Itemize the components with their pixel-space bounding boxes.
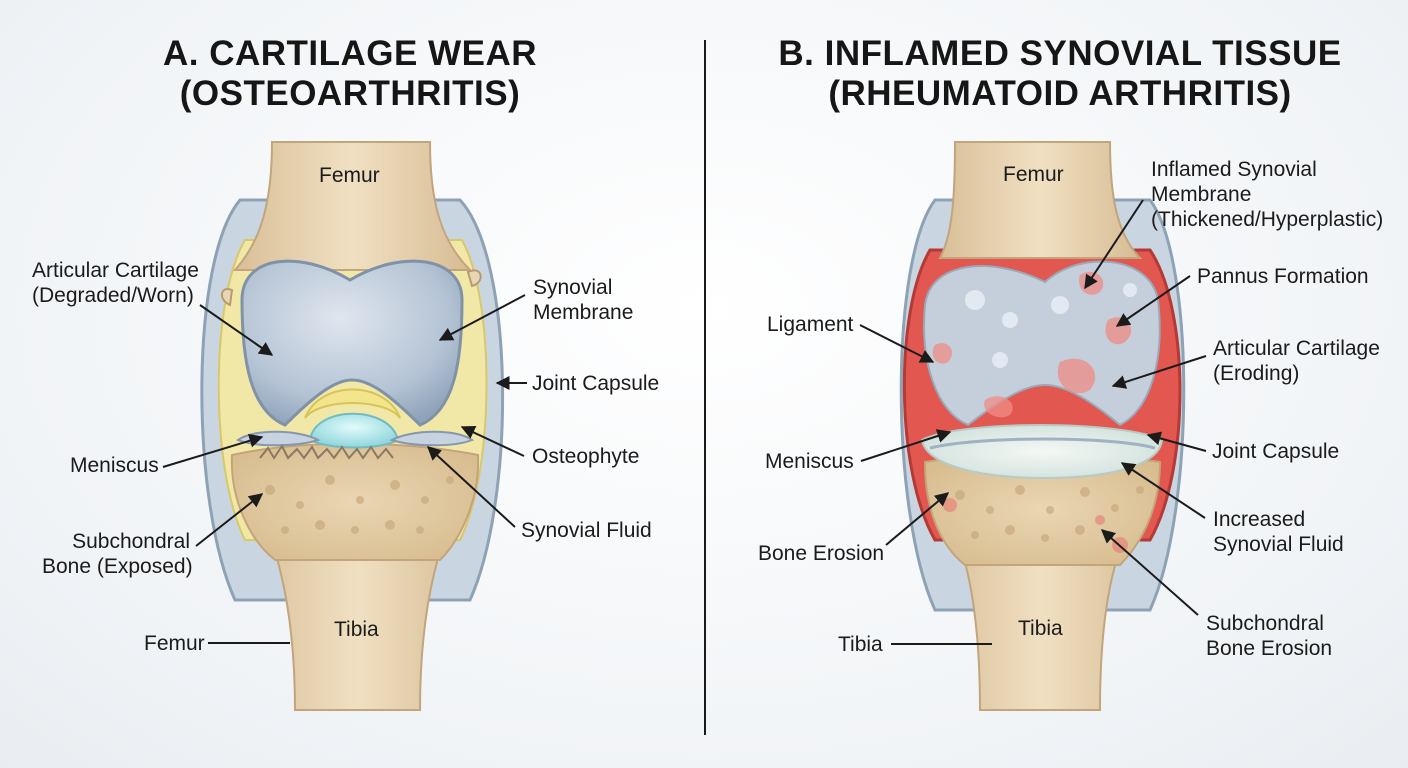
label-subchondral-erosion-b-line-2: Bone Erosion xyxy=(1206,637,1333,660)
label-inflamed-membrane-b-line-2: Membrane xyxy=(1151,183,1252,206)
osteophyte-left-a xyxy=(221,288,234,307)
label-articular-cartilage-a-line-1: Articular Cartilage xyxy=(32,259,199,282)
label-subchondral-bone-a-line-2: Bone (Exposed) xyxy=(42,555,193,578)
label-inflamed-membrane-b-line-3: (Thickened/Hyperplastic) xyxy=(1151,208,1384,231)
panel-b-title-line-2: (RHEUMATOID ARTHRITIS) xyxy=(828,74,1292,113)
label-increased-fluid-b-line-1: Increased xyxy=(1213,508,1306,531)
label-joint-capsule-a: Joint Capsule xyxy=(532,372,660,395)
femoral-condyles-a xyxy=(240,259,464,427)
meniscus-b xyxy=(929,437,1156,450)
panel-divider xyxy=(704,40,706,735)
label-meniscus-b: Meniscus xyxy=(765,450,854,473)
label-subchondral-erosion-b: Subchondral Bone Erosion xyxy=(1206,611,1332,661)
label-articular-cartilage-b-line-2: (Eroding) xyxy=(1213,362,1300,385)
increased-synovial-fluid-b xyxy=(920,424,1164,480)
pointers-b xyxy=(859,199,1207,645)
label-synovial-fluid-a: Synovial Fluid xyxy=(521,519,652,542)
worn-cartilage-edge-a xyxy=(259,444,394,460)
label-articular-cartilage-a-line-2: (Degraded/Worn) xyxy=(32,284,194,307)
panel-b-title: B. INFLAMED SYNOVIAL TISSUE (RHEUMATOID … xyxy=(740,34,1380,114)
panel-a-title: A. CARTILAGE WEAR (OSTEOARTHRITIS) xyxy=(40,34,660,114)
meniscus-right-a xyxy=(389,430,475,447)
label-pannus-b: Pannus Formation xyxy=(1197,265,1369,288)
label-inflamed-membrane-b-line-1: Inflamed Synovial xyxy=(1151,158,1317,181)
label-tibia-inner-b: Tibia xyxy=(1018,617,1063,640)
pointers-a xyxy=(162,294,527,644)
panel-a-title-line-1: A. CARTILAGE WEAR xyxy=(162,34,538,73)
label-meniscus-a: Meniscus xyxy=(70,454,159,477)
intercondylar-crescent-a xyxy=(304,388,401,419)
label-synovial-membrane-a-line-1: Synovial xyxy=(533,276,613,299)
label-articular-cartilage-b: Articular Cartilage (Eroding) xyxy=(1213,336,1380,386)
label-femur-top-a: Femur xyxy=(319,164,380,187)
label-tibia-a: Tibia xyxy=(334,618,379,641)
panel-a-title-line-2: (OSTEOARTHRITIS) xyxy=(179,74,521,113)
label-bone-erosion-b: Bone Erosion xyxy=(758,542,885,565)
femur-shaft-a xyxy=(232,141,473,271)
osteophyte-right-a xyxy=(466,269,482,288)
label-femur-bottom-a: Femur xyxy=(144,632,205,655)
synovial-fluid-a xyxy=(308,412,400,449)
cartilage-highlights-b xyxy=(965,283,1137,368)
label-subchondral-erosion-b-line-1: Subchondral xyxy=(1206,612,1324,635)
label-subchondral-bone-a: Subchondral Bone (Exposed) xyxy=(42,529,193,579)
trabecular-pattern-b xyxy=(955,485,1144,542)
label-articular-cartilage-a: Articular Cartilage (Degraded/Worn) xyxy=(32,258,199,308)
label-tibia-outer-b: Tibia xyxy=(838,633,883,656)
label-femur-top-b: Femur xyxy=(1003,163,1064,186)
knee-osteoarthritis xyxy=(200,141,505,711)
label-subchondral-bone-a-line-1: Subchondral xyxy=(72,530,190,553)
label-increased-fluid-b-line-2: Synovial Fluid xyxy=(1213,533,1344,556)
trabecular-pattern-a xyxy=(265,475,454,534)
label-joint-capsule-b: Joint Capsule xyxy=(1212,440,1340,463)
label-synovial-membrane-a: Synovial Membrane xyxy=(533,275,633,325)
label-osteophyte-a: Osteophyte xyxy=(532,445,640,468)
femur-shaft-b xyxy=(938,141,1143,259)
label-synovial-membrane-a-line-2: Membrane xyxy=(533,301,634,324)
label-articular-cartilage-b-line-1: Articular Cartilage xyxy=(1213,337,1380,360)
panel-b-title-line-1: B. INFLAMED SYNOVIAL TISSUE xyxy=(778,34,1342,73)
tibia-plateau-a xyxy=(230,442,480,561)
label-inflamed-membrane-b: Inflamed Synovial Membrane (Thickened/Hy… xyxy=(1151,157,1383,232)
label-ligament-b: Ligament xyxy=(767,313,854,336)
label-increased-fluid-b: Increased Synovial Fluid xyxy=(1213,507,1344,557)
